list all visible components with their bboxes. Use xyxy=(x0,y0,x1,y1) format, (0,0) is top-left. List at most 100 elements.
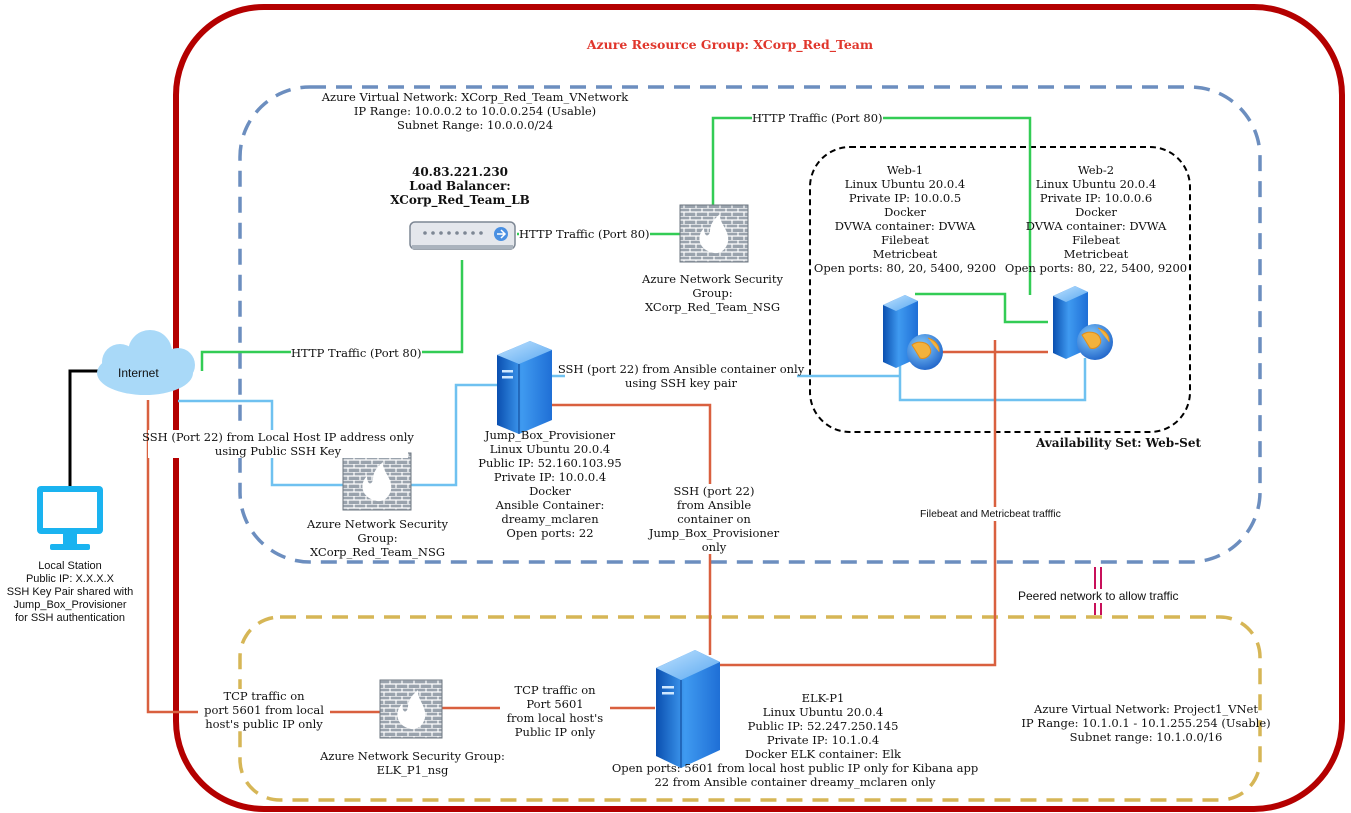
ssh-jump-line: container on xyxy=(677,512,751,526)
ssh-local-line: SSH (Port 22) from Local Host IP address… xyxy=(142,430,414,444)
nsg-web-line3: XCorp_Red_Team_NSG xyxy=(644,300,781,314)
nsg-jump-line3: XCorp_Red_Team_NSG xyxy=(309,545,446,559)
tcp-elk-line: Public IP only xyxy=(514,725,596,739)
nsg-jump-firewall-icon xyxy=(342,452,412,511)
ssh-local-label: SSH (Port 22) from Local Host IP address… xyxy=(142,430,414,458)
jump-box-line: Private IP: 10.0.0.4 xyxy=(493,470,607,484)
local-station-info: Local Station Public IP: X.X.X.X SSH Key… xyxy=(2,560,138,625)
resource-group-title: Azure Resource Group: XCorp_Red_Team xyxy=(586,37,874,52)
http-web-link-1 xyxy=(915,292,1048,324)
web1-line: Private IP: 10.0.0.5 xyxy=(848,191,962,205)
web1-server-icon xyxy=(883,295,943,370)
web1-line: Filebeat xyxy=(881,233,929,247)
beats-traffic-label: Filebeat and Metricbeat trafffic xyxy=(920,507,1061,521)
elk-line: Public IP: 52.247.250.145 xyxy=(747,719,899,733)
local-station-line: Local Station xyxy=(38,560,102,572)
tcp-local-label: TCP traffic on port 5601 from local host… xyxy=(198,689,330,731)
nsg-elk-label: Azure Network Security Group: ELK_P1_nsg xyxy=(315,749,510,777)
web1-line: Open ports: 80, 20, 5400, 9200 xyxy=(813,261,997,275)
elk-vnet-info: Azure Virtual Network: Project1_VNet IP … xyxy=(1021,702,1270,744)
local-station-line: for SSH authentication xyxy=(14,612,126,624)
nsg-web-line1: Azure Network Security xyxy=(642,272,783,286)
elk-line: Linux Ubuntu 20.0.4 xyxy=(762,705,884,719)
jump-box-line: Ansible Container: xyxy=(495,498,605,512)
web2-line: Docker xyxy=(1075,205,1117,219)
red-team-vnet-boundary xyxy=(238,85,1262,564)
http-internet-label: HTTP Traffic (Port 80) xyxy=(291,346,422,360)
elk-info: ELK-P1 Linux Ubuntu 20.0.4 Public IP: 52… xyxy=(612,691,978,789)
jump-box-line: Public IP: 52.160.103.95 xyxy=(478,456,622,470)
nsg-jump-line1: Azure Network Security xyxy=(307,517,448,531)
web1-line: Metricbeat xyxy=(872,247,938,261)
tcp-elk-line: TCP traffic on xyxy=(514,683,596,697)
local-station-line: Public IP: X.X.X.X xyxy=(25,573,115,585)
tcp-local-line: host's public IP only xyxy=(205,717,323,731)
ssh-jump-line: Jump_Box_Provisioner xyxy=(648,526,780,540)
nsg-jump-line2: Group: xyxy=(357,531,398,545)
web2-line: Filebeat xyxy=(1072,233,1120,247)
elk-line: ELK-P1 xyxy=(801,691,845,705)
elk-line: 22 from Ansible container dreamy_mclaren… xyxy=(654,775,936,789)
peered-network-label: Peered network to allow traffic xyxy=(1018,589,1179,603)
elk-line: Open ports: 5601 from local host public … xyxy=(611,761,979,775)
local-station-line: SSH Key Pair shared with xyxy=(6,586,134,598)
nsg-web-label: Azure Network Security Group: XCorp_Red_… xyxy=(630,272,795,314)
nsg-elk-line1: Azure Network Security Group: xyxy=(320,749,505,763)
ssh-jump-line: only xyxy=(701,540,727,554)
load-balancer-icon xyxy=(409,221,516,250)
internet-label: Internet xyxy=(118,366,159,380)
beats-link xyxy=(718,340,997,667)
web2-line: Open ports: 80, 22, 5400, 9200 xyxy=(1004,261,1188,275)
tcp-local-line: TCP traffic on xyxy=(223,689,305,703)
resource-group-boundary xyxy=(173,4,1345,812)
nsg-web-firewall-icon xyxy=(679,204,749,263)
elk-vnet-ip-range: IP Range: 10.1.0.1 - 10.1.255.254 (Usabl… xyxy=(1021,716,1271,730)
ssh-nsg-jump-link xyxy=(410,383,497,487)
nsg-web-line2: Group: xyxy=(692,286,733,300)
web2-server-icon xyxy=(1053,286,1113,360)
elk-server-icon xyxy=(656,650,720,768)
load-balancer-ip: 40.83.221.230 xyxy=(411,165,509,179)
red-vnet-name: Azure Virtual Network: XCorp_Red_Team_VN… xyxy=(321,90,629,104)
web1-line: DVWA container: DVWA xyxy=(834,219,976,233)
load-balancer-label: 40.83.221.230 Load Balancer: XCorp_Red_T… xyxy=(380,165,540,207)
ssh-jump-line: from Ansible xyxy=(676,498,752,512)
local-station-line: Jump_Box_Provisioner xyxy=(13,599,127,611)
local-station-monitor-icon xyxy=(37,486,103,550)
load-balancer-name: XCorp_Red_Team_LB xyxy=(390,193,530,207)
jump-box-line: Linux Ubuntu 20.0.4 xyxy=(489,442,611,456)
ssh-jump-line: SSH (port 22) xyxy=(673,484,755,498)
web1-line: Web-1 xyxy=(886,163,924,177)
ssh-ansible-line: using SSH key pair xyxy=(625,376,737,390)
jump-box-line: dreamy_mclaren xyxy=(501,512,599,526)
tcp-elk-label: TCP traffic on Port 5601 from local host… xyxy=(500,683,610,739)
jump-box-line: Jump_Box_Provisioner xyxy=(484,428,616,442)
red-vnet-info: Azure Virtual Network: XCorp_Red_Team_VN… xyxy=(322,90,629,132)
jump-box-line: Open ports: 22 xyxy=(506,526,594,540)
tcp-elk-line: Port 5601 xyxy=(526,697,584,711)
load-balancer-line1: Load Balancer: xyxy=(409,179,511,193)
nsg-jump-label: Azure Network Security Group: XCorp_Red_… xyxy=(295,517,460,559)
web2-info: Web-2 Linux Ubuntu 20.0.4 Private IP: 10… xyxy=(1005,163,1187,275)
nsg-elk-firewall-icon xyxy=(379,679,443,739)
ssh-jump-elk-link xyxy=(552,403,712,655)
availability-set-label: Availability Set: Web-Set xyxy=(1036,436,1202,450)
ssh-ansible-label: SSH (port 22) from Ansible container onl… xyxy=(558,362,804,390)
web2-line: Linux Ubuntu 20.0.4 xyxy=(1035,177,1157,191)
jump-box-server-icon xyxy=(497,341,552,434)
elk-vnet-name: Azure Virtual Network: Project1_VNet xyxy=(1034,702,1258,716)
web1-line: Linux Ubuntu 20.0.4 xyxy=(844,177,966,191)
internet-cloud-icon xyxy=(97,330,195,395)
red-vnet-subnet: Subnet Range: 10.0.0.0/24 xyxy=(396,118,554,132)
web2-line: DVWA container: DVWA xyxy=(1025,219,1167,233)
ssh-ansible-line: SSH (port 22) from Ansible container onl… xyxy=(557,362,805,376)
http-lb-label: HTTP Traffic (Port 80) xyxy=(519,227,650,241)
local-to-internet-link xyxy=(68,369,103,487)
elk-line: Docker ELK container: Elk xyxy=(745,747,901,761)
availability-set-boundary xyxy=(809,146,1191,433)
http-top-label: HTTP Traffic (Port 80) xyxy=(752,111,883,125)
nsg-elk-line2: ELK_P1_nsg xyxy=(376,763,449,777)
web1-info: Web-1 Linux Ubuntu 20.0.4 Private IP: 10… xyxy=(814,163,996,275)
tcp-elk-line: from local host's xyxy=(506,711,604,725)
tcp-local-line: port 5601 from local xyxy=(204,703,324,717)
